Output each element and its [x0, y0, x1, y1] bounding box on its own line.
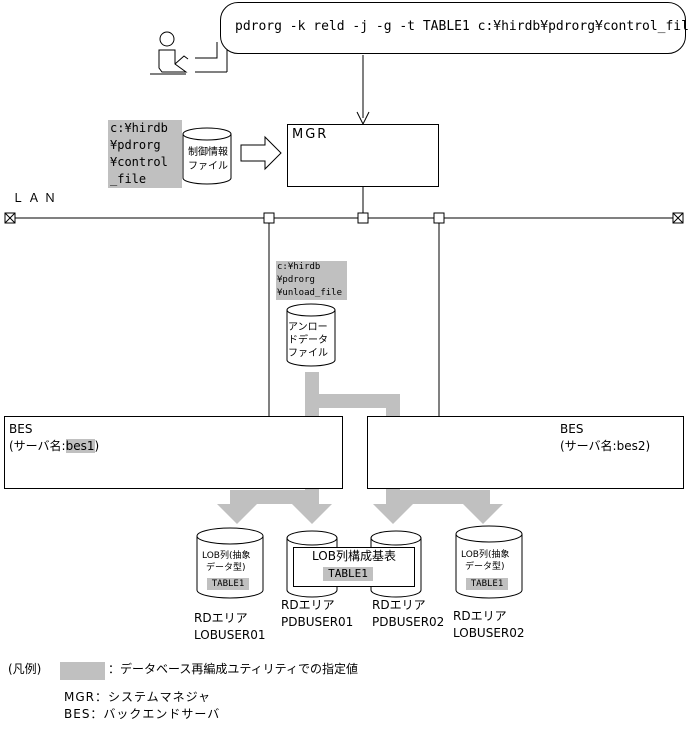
unload-file-path-line: ¥unload_file — [277, 288, 343, 298]
lob-table-left: TABLE1 — [207, 578, 249, 590]
control-file-label-line: ファイル — [188, 161, 228, 172]
rd-area-name: LOBUSER01 — [194, 628, 266, 642]
bes2-box: BES (サーバ名:bes2) — [367, 416, 684, 489]
control-file-cylinder — [182, 127, 232, 185]
lob-column-label-right: LOB列(抽象 データ型) — [461, 549, 509, 573]
rd-area-name: LOBUSER02 — [453, 626, 525, 640]
unload-file-path-line: c:¥hirdb — [277, 262, 321, 272]
legend-mgr-text: MGR：システムマネジャ — [64, 690, 212, 704]
lob-column-label-line: LOB列(抽象 — [202, 551, 251, 561]
rd-area-title: RDエリア — [372, 598, 426, 612]
control-file-path-line: c:¥hirdb — [110, 121, 168, 135]
lob-base-table-label: LOB列構成基表 — [312, 549, 396, 563]
rd-area-label: RDエリア PDBUSER01 — [281, 597, 353, 631]
operator-icon — [150, 31, 228, 75]
mgr-box: MGR — [287, 124, 439, 187]
rd-area-title: RDエリア — [453, 609, 507, 623]
bes1-name: bes1 — [65, 439, 95, 453]
control-file-path-line: ¥control — [110, 155, 168, 169]
lan-label: ＬＡＮ — [12, 191, 61, 205]
lob-column-label-line: データ型) — [206, 563, 246, 573]
lob-table-right: TABLE1 — [466, 578, 508, 590]
lob-column-label-line: データ型) — [465, 562, 505, 572]
lan-end-left — [4, 212, 16, 224]
bes1-prefix: (サーバ名: — [9, 439, 66, 453]
control-file-label: 制御情報 ファイル — [186, 146, 230, 174]
bes2-label: BES (サーバ名:bes2) — [560, 421, 650, 455]
bes1-suffix: ) — [94, 439, 100, 453]
rd-area-name: PDBUSER02 — [372, 615, 445, 629]
lan-node-bes1 — [263, 212, 275, 224]
legend-title: (凡例) — [8, 662, 42, 676]
bes2-suffix: ) — [645, 439, 651, 453]
rd-area-label: RDエリア LOBUSER02 — [453, 608, 525, 642]
lob-base-table-name: TABLE1 — [323, 567, 373, 581]
unload-file-label: アンロー ドデータ ファイル — [288, 321, 328, 360]
bes1-box: BES (サーバ名:bes1) — [4, 416, 343, 489]
legend-bes-text: BES：バックエンドサーバ — [64, 707, 221, 721]
bes2-name: bes2 — [616, 439, 646, 453]
rd-area-title: RDエリア — [194, 611, 248, 625]
lan-node-mgr — [357, 212, 369, 224]
unload-file-label-line: アンロー — [288, 322, 328, 333]
lob-base-table-box: LOB列構成基表 TABLE1 — [293, 547, 415, 587]
rd-area-title: RDエリア — [281, 598, 335, 612]
control-file-path-line: _file — [110, 172, 147, 186]
unload-file-label-line: ドデータ — [288, 335, 328, 346]
control-file-path-line: ¥pdrorg — [110, 138, 161, 152]
rd-area-name: PDBUSER01 — [281, 615, 354, 629]
unload-file-path-line: ¥pdrorg — [277, 275, 315, 285]
legend-swatch-text: ：データベース再編成ユティリティでの指定値 — [108, 662, 358, 676]
lob-column-label-line: LOB列(抽象 — [461, 550, 510, 560]
legend-swatch — [60, 662, 105, 680]
lan-node-bes2 — [433, 212, 445, 224]
control-file-label-line: 制御情報 — [188, 147, 228, 158]
rd-area-label: RDエリア PDBUSER02 — [372, 597, 444, 631]
control-file-path: c:¥hirdb ¥pdrorg ¥control _file — [108, 120, 182, 188]
bes2-title: BES — [560, 422, 584, 436]
lob-column-label-left: LOB列(抽象 データ型) — [202, 550, 250, 574]
command-text: pdrorg -k reld -j -g -t TABLE1 c:¥hirdb¥… — [235, 19, 688, 34]
mgr-label: MGR — [292, 127, 329, 142]
control-file-arrow — [240, 135, 282, 171]
lan-end-right — [672, 212, 684, 224]
command-bubble: pdrorg -k reld -j -g -t TABLE1 c:¥hirdb¥… — [220, 2, 688, 54]
rd-area-label: RDエリア LOBUSER01 — [194, 610, 266, 644]
unload-file-path: c:¥hirdb ¥pdrorg ¥unload_file — [276, 261, 347, 300]
bes2-prefix: (サーバ名: — [560, 439, 617, 453]
bes1-label: BES (サーバ名:bes1) — [9, 421, 99, 455]
unload-file-label-line: ファイル — [288, 348, 328, 359]
unload-file-cylinder — [286, 303, 336, 367]
bes1-title: BES — [9, 422, 33, 436]
